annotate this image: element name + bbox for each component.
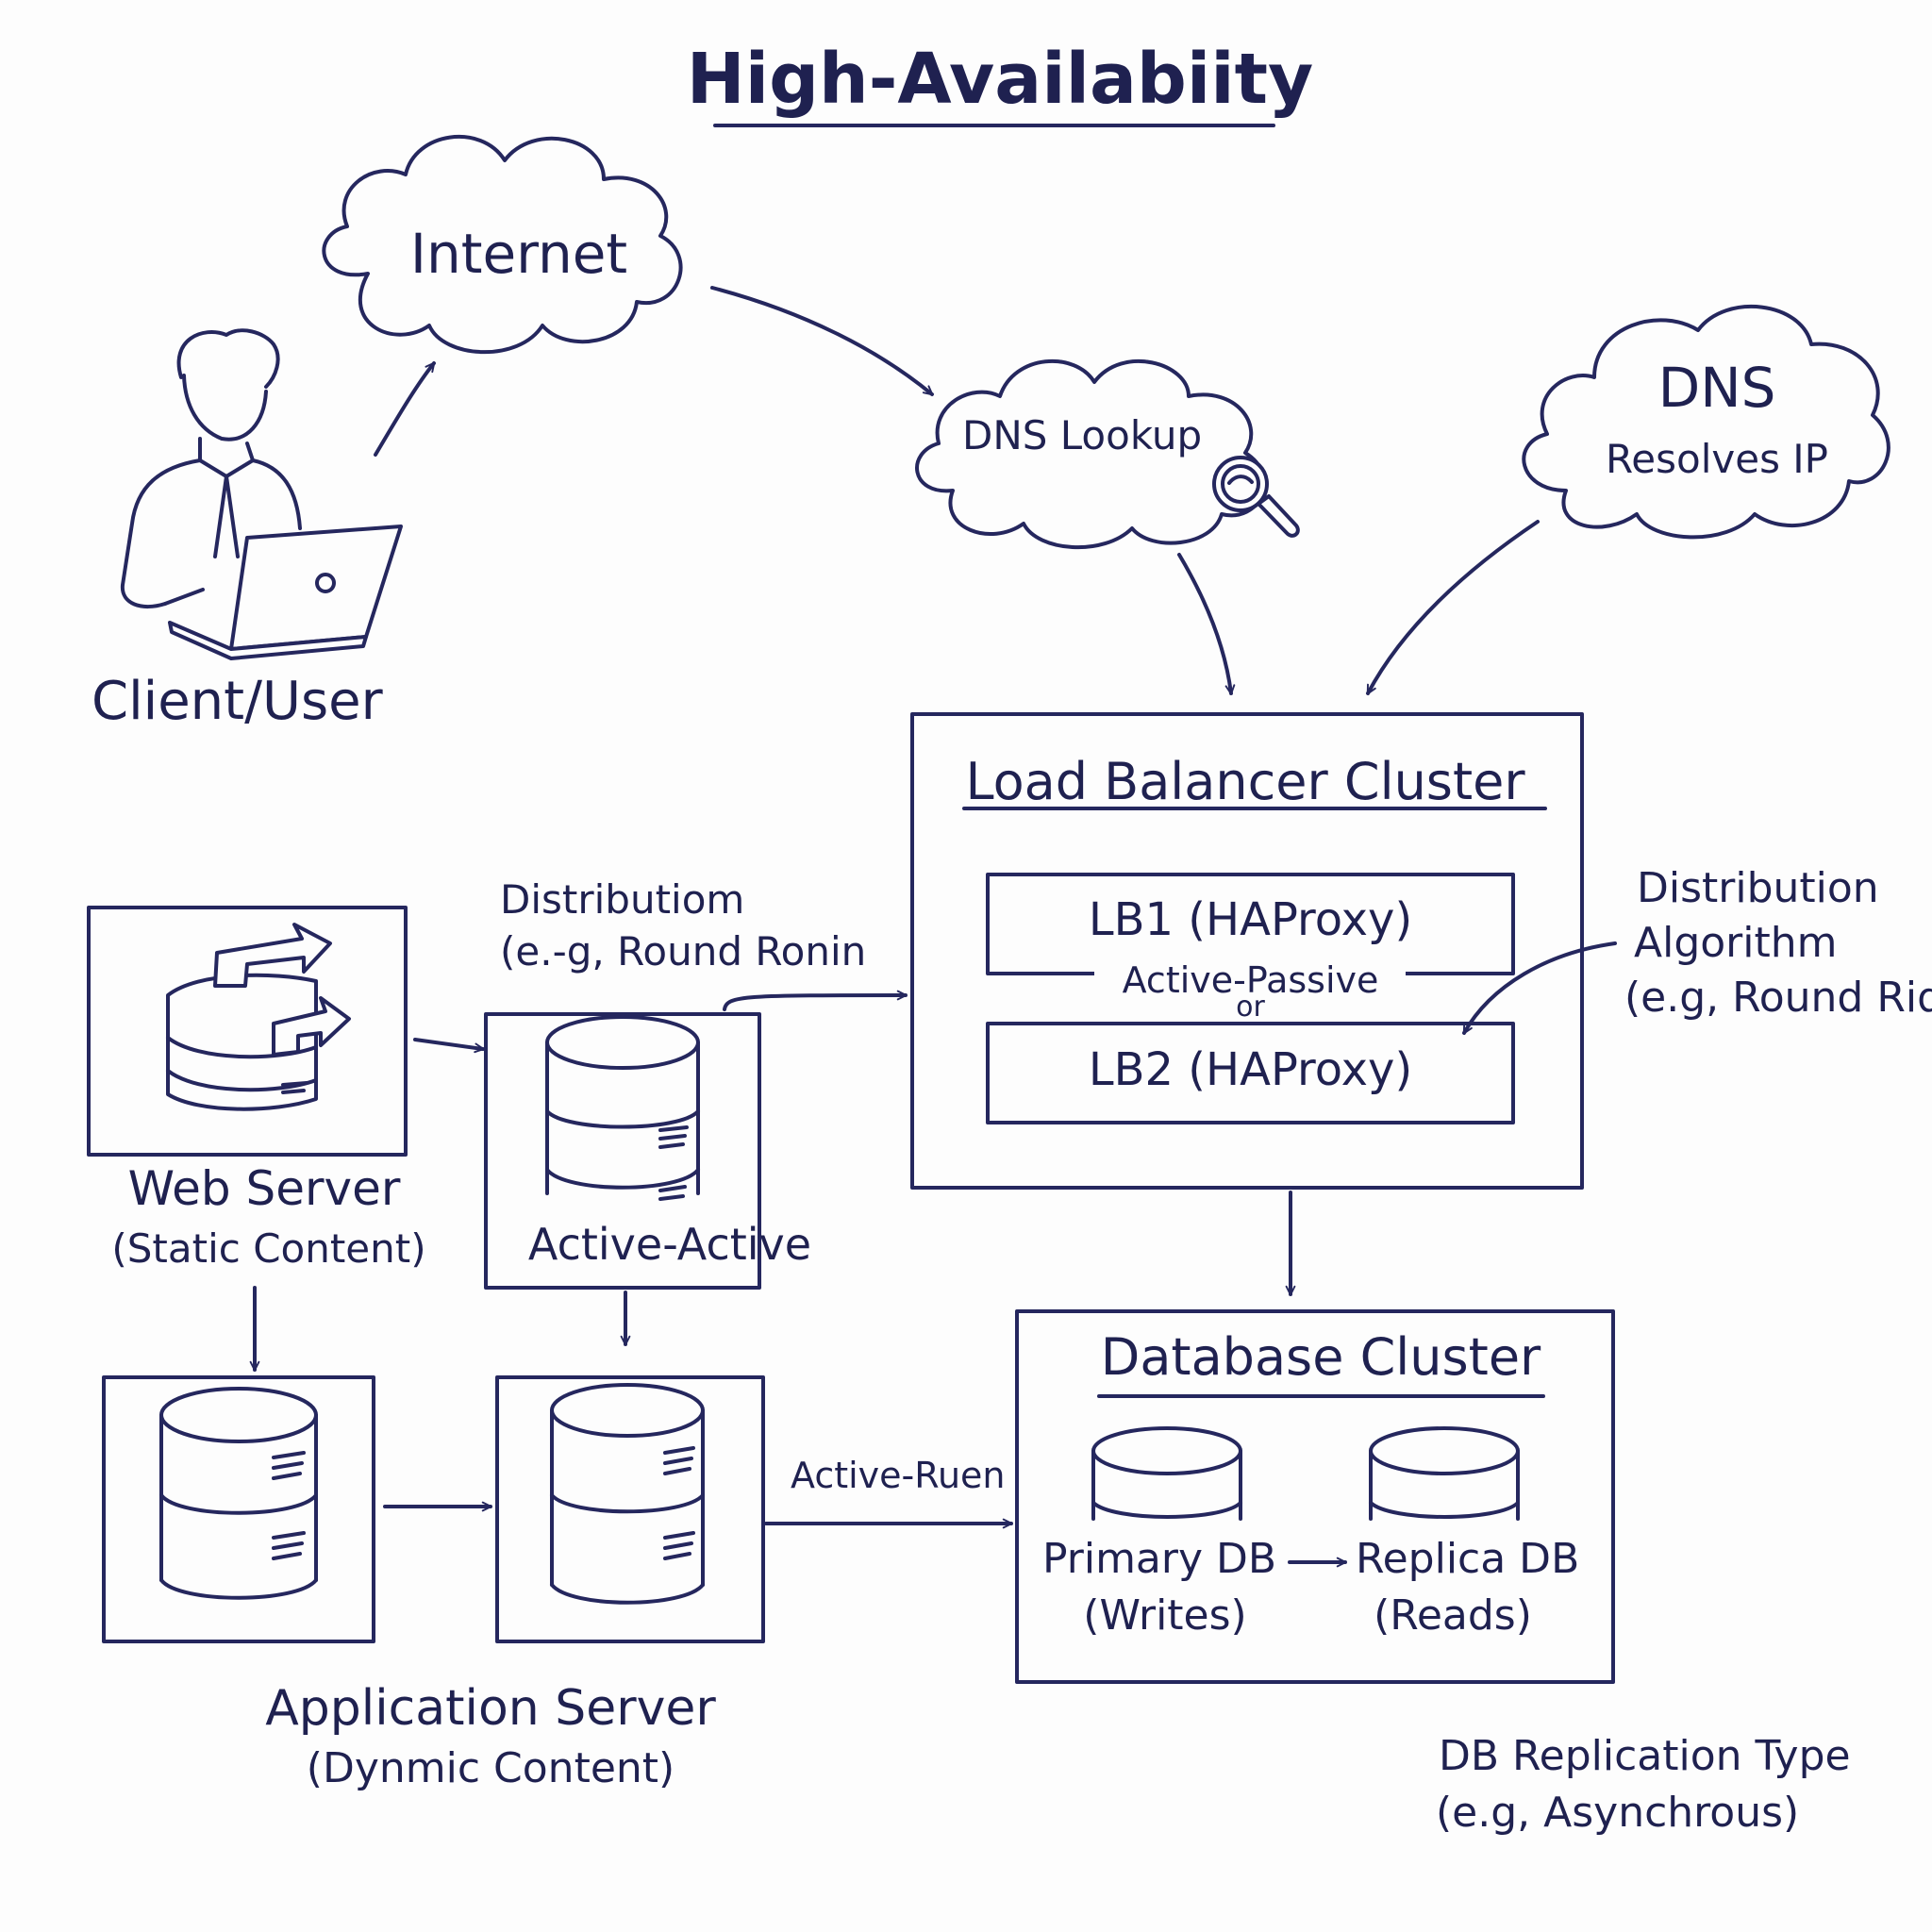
internet-label: Internet: [409, 222, 628, 286]
dns-subtitle: Resolves IP: [1605, 436, 1829, 482]
dns-title: DNS: [1657, 356, 1776, 420]
replication-line1: DB Replication Type: [1439, 1732, 1851, 1780]
lb1-label: LB1 (HAProxy): [1088, 893, 1413, 946]
arrow-web-to-active: [413, 1038, 485, 1054]
primary-db-sublabel: (Writes): [1083, 1591, 1247, 1640]
active-active-label: Active-Active: [527, 1219, 812, 1270]
database-icon: [159, 1387, 318, 1600]
distribution-right-line3: (e.g, Round Rid: [1624, 974, 1932, 1022]
arrow-user-to-internet: [374, 361, 436, 457]
database-icon: [550, 1383, 705, 1605]
distribution-right-line2: Algorithm: [1634, 919, 1838, 967]
primary-db-label: Primary DB: [1042, 1535, 1277, 1583]
arrow-algorithm-to-lb: [1462, 941, 1617, 1035]
database-icon: [545, 1015, 700, 1201]
lb-or-label: or: [1236, 991, 1265, 1024]
db-cluster-title: Database Cluster: [1100, 1327, 1541, 1387]
arrow-distribution-to-lb: [723, 990, 908, 1011]
dns-lookup-label: DNS Lookup: [962, 412, 1203, 458]
web-server-icon: [166, 923, 351, 1111]
dns-lookup-cloud: [915, 358, 1267, 550]
client-label: Client/User: [92, 671, 383, 732]
magnifier-icon: [1212, 456, 1300, 538]
arrow-dns-to-lb: [1366, 520, 1540, 695]
lb-title: Load Balancer Cluster: [965, 752, 1525, 811]
lb-mode-label: Active-Passive: [1122, 959, 1379, 1001]
database-cluster-box: [1015, 1309, 1615, 1684]
replication-line2: (e.g, Asynchrous): [1436, 1789, 1800, 1837]
active-active-box: [484, 1012, 761, 1290]
app-server-box-1: [102, 1375, 375, 1643]
replica-db-label: Replica DB: [1356, 1535, 1580, 1583]
distribution-left-line2: (e.-g, Round Ronin: [500, 928, 867, 974]
app-server-box-2: [495, 1375, 765, 1643]
lb2-label: LB2 (HAProxy): [1088, 1043, 1413, 1096]
dns-cloud: [1522, 304, 1890, 540]
internet-cloud: [322, 135, 683, 355]
distribution-left-line1: Distributiom: [500, 876, 745, 923]
replica-db-sublabel: (Reads): [1374, 1591, 1532, 1640]
lb2-box: [986, 1022, 1515, 1124]
distribution-right-line1: Distribution: [1637, 864, 1879, 912]
diagram-title: High-Availabiity: [686, 39, 1314, 120]
arrow-internet-to-dns-lookup: [710, 286, 934, 396]
web-server-sublabel: (Static Content): [111, 1225, 426, 1272]
arrow-dns-lookup-to-lb: [1177, 553, 1236, 695]
app-server-label: Application Server: [265, 1680, 716, 1737]
app-server-sublabel: (Dynmic Content): [306, 1744, 675, 1792]
user-laptop-icon: [120, 328, 403, 660]
primary-db-icon: [1091, 1426, 1242, 1521]
replica-db-icon: [1369, 1426, 1520, 1521]
active-ruen-label: Active-Ruen: [791, 1455, 1006, 1496]
web-server-label: Web Server: [127, 1161, 401, 1216]
web-server-box: [87, 906, 408, 1157]
